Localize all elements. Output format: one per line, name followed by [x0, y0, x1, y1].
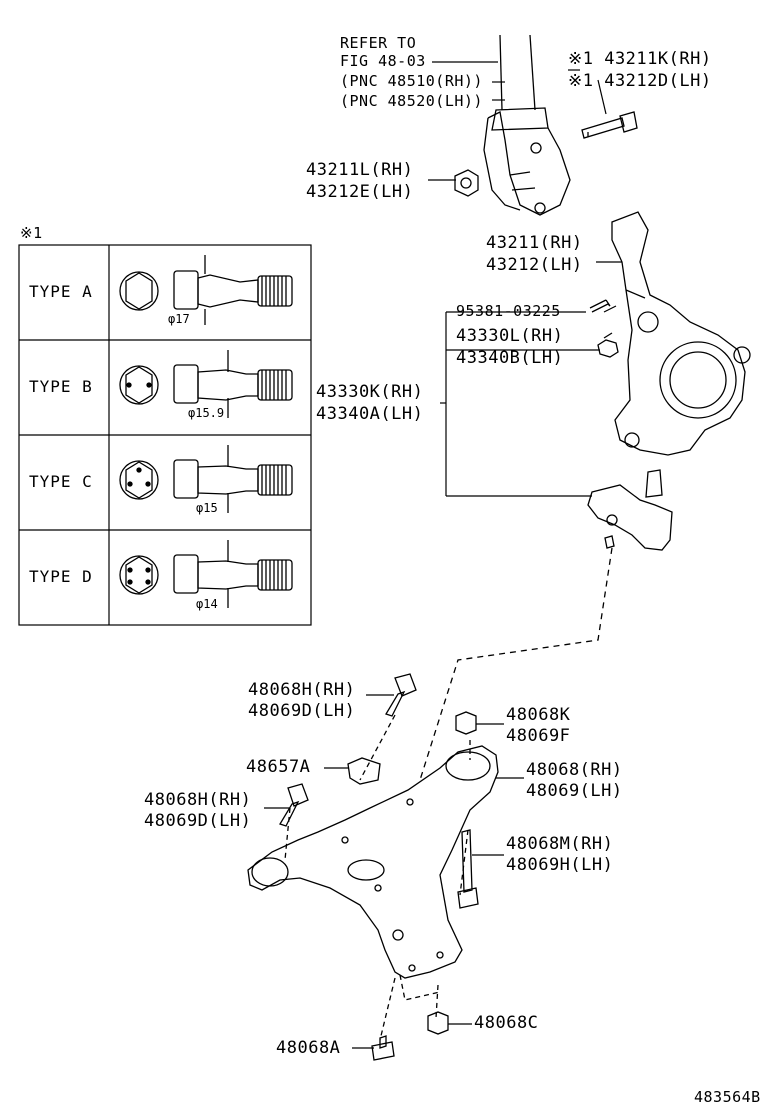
label-long-bolt-lh: 48069H(LH)	[506, 855, 614, 875]
arm-nut-illustration	[455, 711, 477, 735]
refer-line-4: (PNC 48520(LH))	[340, 92, 483, 110]
long-bolt-illustration	[457, 829, 479, 909]
type-c-diameter: φ15	[196, 501, 218, 515]
type-d-label: TYPE D	[29, 567, 93, 586]
bottom-nut-illustration	[427, 1011, 449, 1035]
type-a-diameter: φ17	[168, 312, 190, 326]
type-d-diameter: φ14	[196, 597, 218, 611]
arm-bolt-second-illustration	[279, 783, 309, 827]
diagram-id: 483564B	[694, 1088, 760, 1106]
dash-arm-bolts	[284, 714, 471, 1041]
label-bottom-bolt: 48068A	[276, 1038, 341, 1058]
type-c-bolt-illustration	[119, 445, 293, 513]
note-mark: ※1	[20, 224, 43, 242]
clip-illustration	[347, 757, 381, 785]
leader-lines	[264, 61, 622, 1049]
refer-line-1: REFER TO	[340, 34, 417, 52]
ball-joint-illustration	[587, 469, 673, 551]
type-d-bolt-illustration	[119, 540, 293, 608]
type-a-bolt-illustration	[119, 255, 293, 325]
label-ball-nut-lh: 43340B(LH)	[456, 348, 564, 368]
dash-ball-to-arm	[419, 547, 613, 781]
label-knuckle-rh: 43211(RH)	[486, 233, 583, 253]
label-nut-lh: 43212E(LH)	[306, 182, 414, 202]
knuckle-illustration	[611, 211, 751, 456]
label-ball-joint-lh: 43340A(LH)	[316, 404, 424, 424]
type-b-diameter: φ15.9	[188, 406, 225, 420]
ball-joint-nut-illustration	[597, 332, 619, 358]
label-arm-bolt2-rh: 48068H(RH)	[144, 790, 252, 810]
label-pin: 95381-03225	[456, 302, 561, 320]
label-arm-nut-rh: 48068K	[506, 705, 571, 725]
label-bolt-lh: ※1 43212D(LH)	[568, 71, 712, 91]
type-c-label: TYPE C	[29, 472, 93, 491]
label-arm-bolt-lh: 48069D(LH)	[248, 701, 356, 721]
strut-illustration	[483, 34, 571, 216]
label-ball-nut-rh: 43330L(RH)	[456, 326, 564, 346]
label-long-bolt-rh: 48068M(RH)	[506, 834, 614, 854]
type-b-label: TYPE B	[29, 377, 93, 396]
label-arm-nut-lh: 48069F	[506, 726, 571, 746]
label-bottom-nut: 48068C	[474, 1013, 539, 1033]
label-bolt-rh: ※1 43211K(RH)	[568, 49, 712, 69]
label-clip: 48657A	[246, 757, 311, 777]
type-a-label: TYPE A	[29, 282, 93, 301]
bottom-bolt-illustration	[371, 1035, 395, 1061]
type-b-bolt-illustration	[119, 350, 293, 418]
type-table	[18, 244, 312, 626]
lower-arm-illustration	[247, 745, 499, 979]
label-knuckle-lh: 43212(LH)	[486, 255, 583, 275]
label-arm-bolt-rh: 48068H(RH)	[248, 680, 356, 700]
label-arm-bolt2-lh: 48069D(LH)	[144, 811, 252, 831]
cotter-pin-illustration	[589, 299, 611, 313]
label-arm-rh: 48068(RH)	[526, 760, 623, 780]
strut-nut-illustration	[454, 169, 479, 197]
label-ball-joint-rh: 43330K(RH)	[316, 382, 424, 402]
refer-line-3: (PNC 48510(RH))	[340, 72, 483, 90]
label-arm-lh: 48069(LH)	[526, 781, 623, 801]
label-nut-rh: 43211L(RH)	[306, 160, 414, 180]
arm-bolt-top-illustration	[385, 673, 417, 717]
strut-bolt-illustration	[581, 111, 638, 139]
refer-line-2: FIG 48-03	[340, 52, 426, 70]
